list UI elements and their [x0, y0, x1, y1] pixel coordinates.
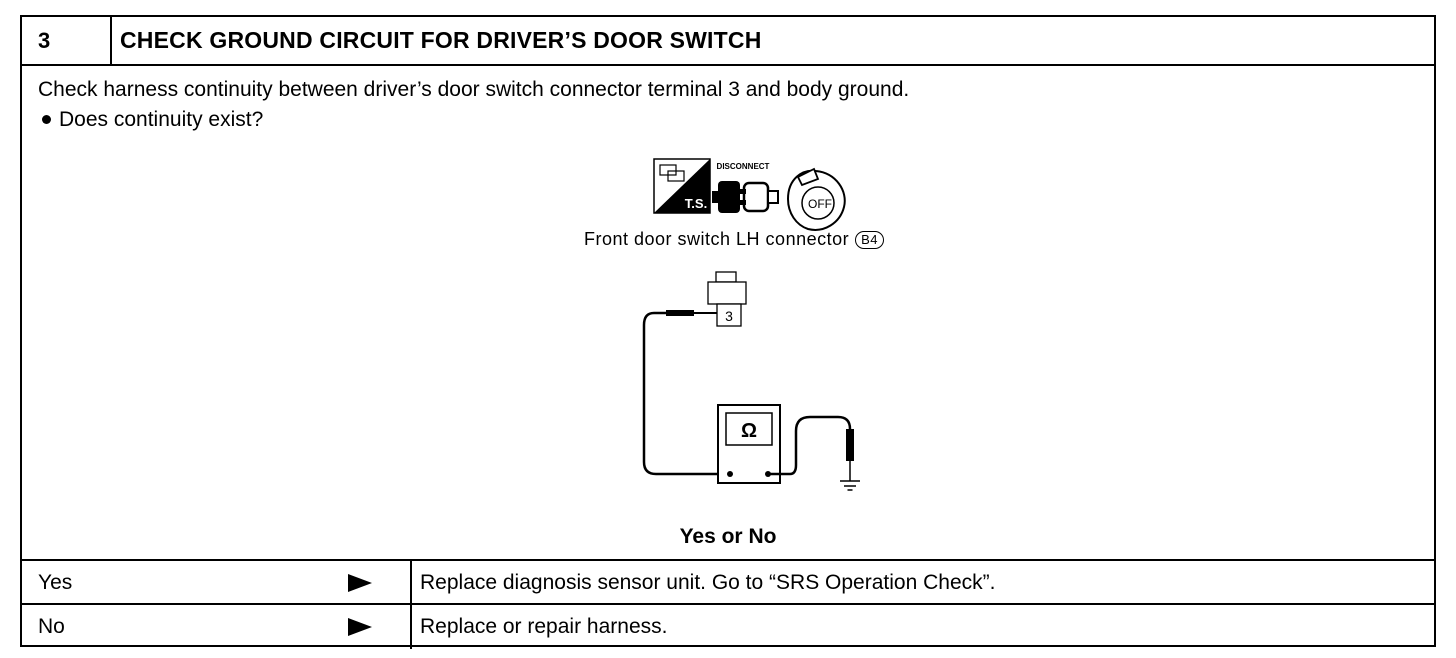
- result-row-no: No Replace or repair harness.: [22, 603, 1434, 649]
- instruction-text: Check harness continuity between driver’…: [38, 78, 910, 101]
- instruction-bullet: Does continuity exist?: [38, 105, 909, 135]
- column-divider: [410, 605, 412, 649]
- connector-b4: 3: [707, 271, 747, 327]
- terminal-number: 3: [725, 308, 733, 324]
- step-header: 3 CHECK GROUND CIRCUIT FOR DRIVER’S DOOR…: [22, 17, 1434, 66]
- ohm-symbol: Ω: [741, 420, 757, 442]
- connector-code-badge: B4: [855, 231, 885, 250]
- answer-yes: Yes: [38, 571, 73, 594]
- arrow-right-icon: [348, 618, 372, 636]
- column-divider: [410, 561, 412, 605]
- ts-icon: T.S.: [653, 158, 711, 214]
- action-no: Replace or repair harness.: [420, 615, 668, 638]
- disconnect-icon-label: DISCONNECT: [717, 162, 770, 171]
- ts-icon-label: T.S.: [685, 196, 707, 211]
- connector-label: Front door switch LH connector B4: [584, 229, 885, 250]
- procedure-box: 3 CHECK GROUND CIRCUIT FOR DRIVER’S DOOR…: [20, 15, 1436, 649]
- answer-no: No: [38, 615, 65, 638]
- action-yes: Replace diagnosis sensor unit. Go to “SR…: [420, 571, 996, 594]
- probe-lead-connector: [642, 310, 730, 476]
- step-number: 3: [22, 17, 112, 64]
- ohmmeter: Ω: [717, 404, 781, 484]
- ignition-off-label: OFF: [808, 197, 832, 211]
- result-row-yes: Yes Replace diagnosis sensor unit. Go to…: [22, 559, 1434, 605]
- probe-lead-ground: [768, 415, 860, 491]
- connector-label-text: Front door switch LH connector: [584, 229, 850, 249]
- bullet-text: Does continuity exist?: [59, 108, 264, 131]
- continuity-check-diagram: T.S. DISCONNECT OFF 3: [642, 158, 860, 491]
- arrow-right-icon: [348, 574, 372, 592]
- disconnect-icon: DISCONNECT: [712, 162, 779, 213]
- bullet-icon: [42, 114, 51, 124]
- ignition-off-icon: OFF: [786, 167, 846, 231]
- step-title: CHECK GROUND CIRCUIT FOR DRIVER’S DOOR S…: [120, 27, 762, 53]
- instructions: Check harness continuity between driver’…: [38, 75, 909, 135]
- question-label: Yes or No: [679, 525, 777, 548]
